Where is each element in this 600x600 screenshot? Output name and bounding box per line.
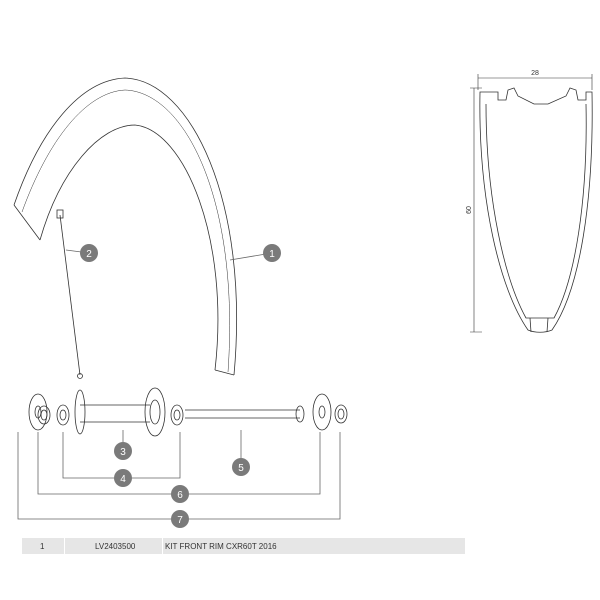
callout-1[interactable]: 1 <box>263 244 281 262</box>
svg-text:7: 7 <box>177 515 183 526</box>
rim-arc <box>13 77 237 376</box>
divider <box>64 538 65 554</box>
width-dimension: 28 <box>531 70 539 77</box>
leader-lines <box>17 249 341 520</box>
callout-7[interactable]: 7 <box>171 510 189 528</box>
svg-text:3: 3 <box>120 447 126 458</box>
height-dimension: 60 <box>466 206 473 214</box>
callout-6[interactable]: 6 <box>171 485 189 503</box>
svg-text:1: 1 <box>269 249 275 260</box>
callout-4[interactable]: 4 <box>114 469 132 487</box>
svg-text:2: 2 <box>86 249 92 260</box>
part-code: LV2403500 <box>95 542 136 551</box>
svg-text:5: 5 <box>238 463 244 474</box>
hub-parts <box>28 387 348 437</box>
callout-5[interactable]: 5 <box>232 458 250 476</box>
svg-text:4: 4 <box>120 474 126 485</box>
callout-2[interactable]: 2 <box>80 244 98 262</box>
part-description: KIT FRONT RIM CXR60T 2016 <box>165 542 277 551</box>
rim-profile: 28 60 <box>466 70 593 333</box>
parts-table-row: 1 LV2403500 KIT FRONT RIM CXR60T 2016 <box>22 538 465 554</box>
spoke-nipple <box>56 209 83 379</box>
svg-text:6: 6 <box>177 490 183 501</box>
part-ref: 1 <box>40 542 45 551</box>
callout-3[interactable]: 3 <box>114 442 132 460</box>
divider <box>162 538 163 554</box>
